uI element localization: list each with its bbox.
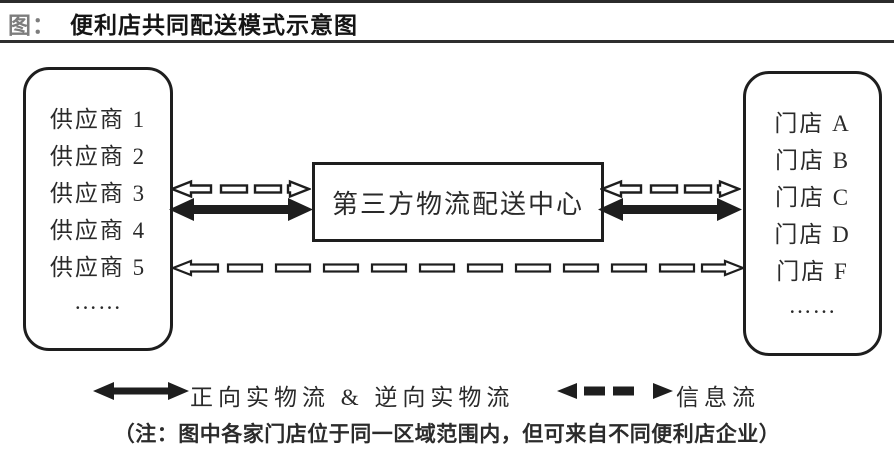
physical-flow-arrow-left-icon bbox=[169, 198, 313, 221]
supplier-item: 供应商 4 bbox=[49, 217, 147, 243]
legend: 正向实物流 & 逆向实物流 信息流 bbox=[0, 376, 894, 410]
store-item: 门店 C bbox=[774, 185, 851, 210]
title-underline bbox=[0, 40, 894, 43]
logistics-center-label: 第三方物流配送中心 bbox=[331, 189, 584, 219]
supplier-item: 供应商 1 bbox=[49, 106, 147, 132]
physical-flow-legend-label: 正向实物流 & 逆向实物流 bbox=[190, 385, 515, 410]
info-flow-arrow-right-icon bbox=[600, 179, 741, 199]
figure-title: 图： 便利店共同配送模式示意图 bbox=[8, 8, 888, 38]
physical-flow-arrow-right-icon bbox=[598, 198, 742, 221]
top-divider bbox=[0, 0, 894, 3]
supplier-item: 供应商 2 bbox=[49, 143, 147, 169]
figure-title-prefix: 图： bbox=[8, 12, 56, 38]
info-flow-legend-label: 信息流 bbox=[676, 385, 760, 410]
supplier-ellipsis: …… bbox=[74, 288, 122, 314]
info-flow-legend-arrow-icon bbox=[557, 383, 673, 399]
store-ellipsis: …… bbox=[788, 293, 837, 318]
suppliers-box: 供应商 1 供应商 2 供应商 3 供应商 4 供应商 5 …… bbox=[23, 67, 173, 351]
physical-flow-legend-arrow-icon bbox=[93, 382, 189, 400]
stores-box: 门店 A 门店 B 门店 C 门店 D 门店 F …… bbox=[743, 71, 882, 356]
info-flow-arrow-left-icon bbox=[170, 179, 311, 199]
store-item: 门店 F bbox=[776, 259, 849, 284]
supplier-item: 供应商 3 bbox=[49, 180, 147, 206]
footnote: （注：图中各家门店位于同一区域范围内，但可来自不同便利店企业） bbox=[113, 423, 781, 446]
figure-title-text: 便利店共同配送模式示意图 bbox=[70, 12, 358, 38]
supplier-item: 供应商 5 bbox=[49, 254, 147, 280]
store-item: 门店 A bbox=[774, 111, 851, 136]
store-item: 门店 D bbox=[774, 222, 851, 247]
store-item: 门店 B bbox=[774, 148, 851, 173]
logistics-center-box: 第三方物流配送中心 bbox=[312, 162, 604, 242]
info-flow-arrow-long-icon bbox=[171, 259, 745, 277]
